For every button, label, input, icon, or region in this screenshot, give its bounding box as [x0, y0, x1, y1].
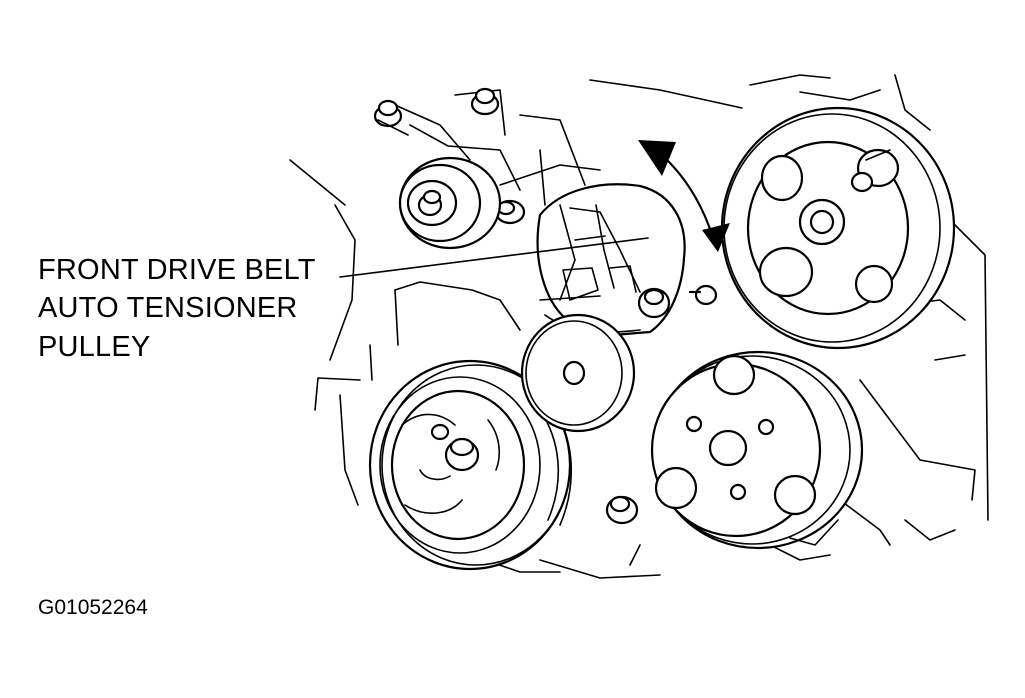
callout-label-line3: PULLEY — [38, 331, 151, 363]
bolt-icon — [688, 284, 718, 306]
mounting-bolts — [373, 87, 718, 525]
bolt-icon — [470, 87, 500, 116]
callout-label-line2: AUTO TENSIONER — [38, 292, 298, 324]
bolt-icon — [605, 495, 639, 525]
tensioner-body — [536, 183, 686, 338]
callout-leader-line — [339, 237, 649, 278]
idler-pulley — [398, 156, 502, 250]
figure-id: G01052264 — [38, 596, 148, 619]
double-headed-curved-arrow-icon — [638, 140, 730, 252]
auto-tensioner-pulley — [520, 313, 636, 433]
crankshaft-pulley — [368, 359, 572, 571]
callout-label-line1: FRONT DRIVE BELT — [38, 254, 316, 286]
bolt-icon — [373, 99, 409, 136]
lower-right-pulley — [650, 350, 864, 550]
upper-right-pulley — [720, 106, 956, 350]
engine-block-outline — [289, 74, 989, 579]
